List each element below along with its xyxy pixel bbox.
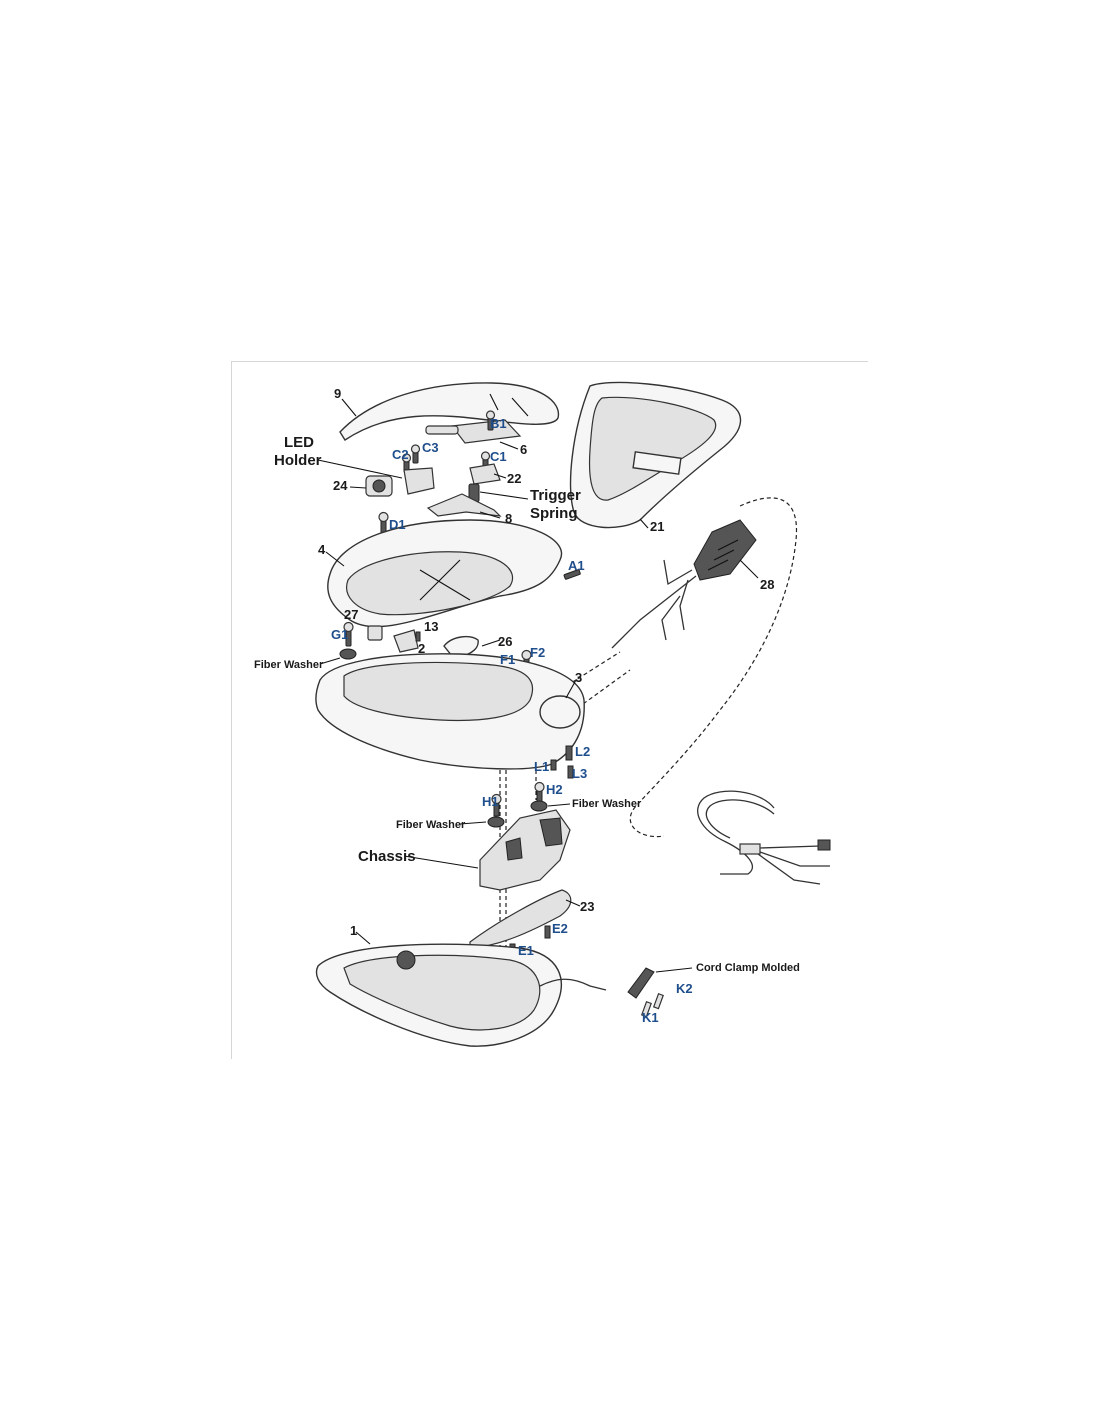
label-23: 23: [580, 899, 594, 914]
trigger-spring-part: [468, 483, 529, 503]
fiber-washer-3: [459, 816, 505, 828]
label-22: 22: [507, 471, 521, 486]
label-24: 24: [333, 478, 348, 493]
label-h2: H2: [546, 782, 563, 797]
power-cord-bundle: [697, 790, 831, 885]
label-3: 3: [575, 670, 582, 685]
label-f2: F2: [530, 645, 545, 660]
label-2: 2: [418, 641, 425, 656]
part-24: [365, 475, 393, 497]
part-1-soleplate: [315, 943, 607, 1047]
part-27: [367, 625, 383, 641]
label-a1: A1: [568, 558, 585, 573]
chassis-part: [403, 809, 571, 891]
part-4-upper-housing: [327, 519, 563, 628]
label-8: 8: [505, 511, 512, 526]
part-8-trigger: [426, 493, 502, 517]
label-4: 4: [318, 542, 326, 557]
led-holder-part: [317, 459, 435, 495]
label-d1: D1: [389, 517, 406, 532]
label-chassis: Chassis: [358, 848, 416, 865]
label-9: 9: [334, 386, 341, 401]
label-6: 6: [520, 442, 527, 457]
label-trigger-1: Trigger: [530, 487, 581, 504]
label-c1: C1: [490, 449, 507, 464]
label-b1: B1: [490, 416, 507, 431]
part-22: [469, 463, 501, 485]
label-c2: C2: [392, 447, 409, 462]
label-26: 26: [498, 634, 512, 649]
screw-a1: [563, 569, 581, 580]
label-trigger-2: Spring: [530, 505, 578, 522]
part-2-13-clip: [393, 629, 421, 653]
part-28-cord-protector: [611, 519, 759, 649]
part-6-switch-board: [425, 419, 522, 444]
label-cord-clamp: Cord Clamp Molded: [696, 962, 800, 974]
screws-k1-k2: [640, 992, 664, 1018]
label-c3: C3: [422, 440, 439, 455]
label-l2: L2: [575, 744, 590, 759]
label-e1: E1: [518, 943, 534, 958]
label-fiber-washer-3: Fiber Washer: [396, 819, 466, 831]
label-f1: F1: [500, 652, 515, 667]
part-9-top-cover: [339, 382, 560, 441]
label-fiber-washer-1: Fiber Washer: [254, 659, 324, 671]
label-led-holder-1: LED: [284, 434, 314, 451]
label-fiber-washer-2: Fiber Washer: [572, 798, 642, 810]
frame-top-rule: [232, 361, 868, 362]
label-k1: K1: [642, 1010, 659, 1025]
label-l1: L1: [534, 759, 549, 774]
label-21: 21: [650, 519, 664, 534]
cord-dashed-guide-1: [559, 651, 621, 691]
label-h1: H1: [482, 794, 499, 809]
screws-b1-c1-c2-c3: [401, 410, 496, 473]
screws-l1-l2-l3: [550, 745, 574, 779]
cord-clamp-molded: [627, 967, 693, 999]
screw-h1: [491, 793, 502, 817]
frame-left-rule: [231, 361, 232, 1059]
label-e2: E2: [552, 921, 568, 936]
label-g1: G1: [331, 627, 348, 642]
label-k2: K2: [676, 981, 693, 996]
screw-e2: [544, 925, 551, 939]
label-led-holder-2: Holder: [274, 452, 322, 469]
part-21-handle-cover: [569, 381, 742, 529]
label-13: 13: [424, 619, 438, 634]
label-27: 27: [344, 607, 358, 622]
fiber-washer-2: [530, 800, 571, 812]
label-28: 28: [760, 577, 774, 592]
label-l3: L3: [572, 766, 587, 781]
fiber-washer-1: [319, 648, 357, 665]
label-1: 1: [350, 923, 357, 938]
cord-dashed-guide-2: [571, 669, 631, 713]
part-3-main-body: [315, 653, 585, 770]
part-23: [469, 889, 572, 949]
screw-g1: [343, 621, 354, 647]
